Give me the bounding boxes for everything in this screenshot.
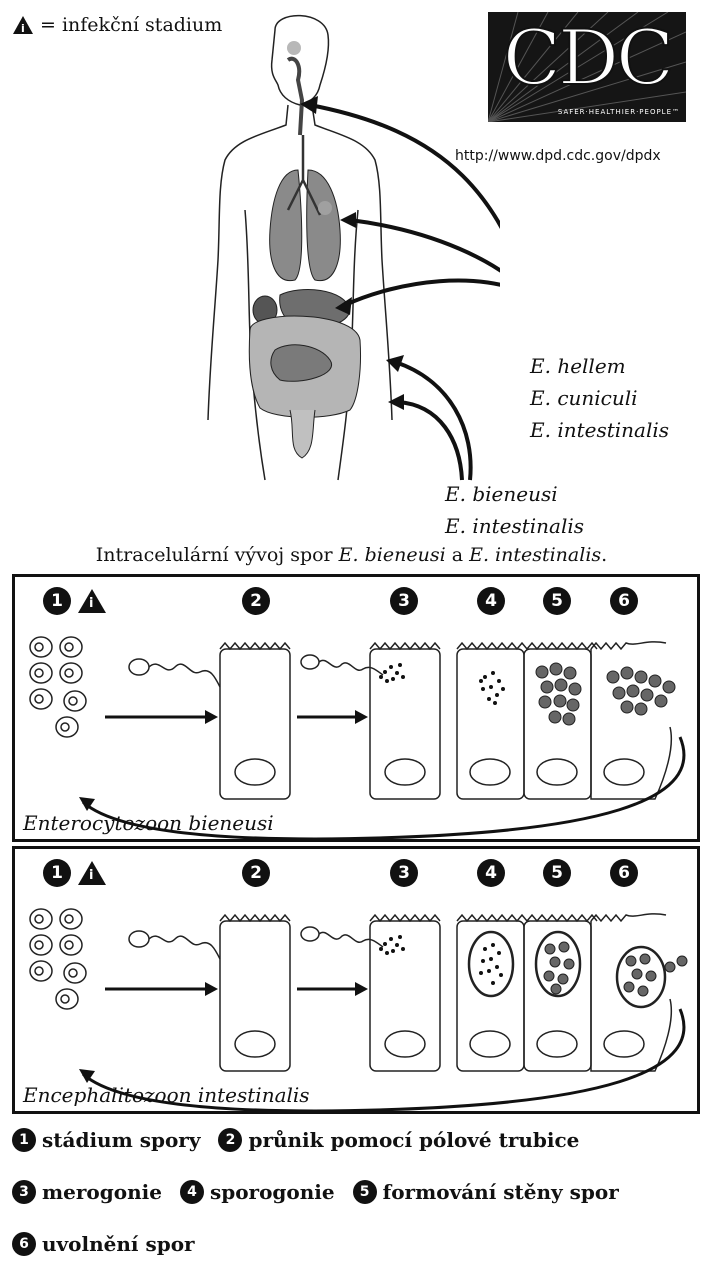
legend-text: formování stěny spor (383, 1180, 619, 1204)
legend-number: 2 (218, 1128, 242, 1152)
legend-text: průnik pomocí pólové trubice (248, 1128, 579, 1152)
legend-text: stádium spory (42, 1128, 200, 1152)
warning-triangle-icon: i (12, 15, 34, 35)
species-name: E. hellem (530, 350, 669, 382)
section-title-prefix: Intracelulární vývoj spor (96, 544, 339, 566)
cdc-logo: CDC SAFER·HEALTHIER·PEOPLE™ (488, 12, 686, 122)
species-name: E. cuniculi (530, 382, 669, 414)
legend-number: 3 (12, 1180, 36, 1204)
section-title-suffix: . (601, 544, 607, 566)
species-name: E. intestinalis (445, 510, 584, 542)
lifecycle-illustration (15, 849, 697, 1111)
legend-number: 4 (180, 1180, 204, 1204)
panel-label-bieneusi: Enterocytozoon bieneusi (23, 811, 274, 835)
section-title-species-1: E. bieneusi (339, 544, 446, 566)
section-title-species-2: E. intestinalis (469, 544, 601, 566)
species-name: E. bieneusi (445, 478, 584, 510)
legend-text: sporogonie (210, 1180, 335, 1204)
panel-label-intestinalis: Encephalitozoon intestinalis (23, 1083, 310, 1107)
lifecycle-illustration (15, 577, 697, 839)
legend-text: merogonie (42, 1180, 162, 1204)
svg-text:i: i (21, 22, 25, 35)
section-title-conjunction: a (446, 544, 469, 566)
species-group-upper: E. hellem E. cuniculi E. intestinalis (530, 350, 669, 446)
section-title: Intracelulární vývoj spor E. bieneusi a … (0, 544, 703, 566)
human-body-figure (180, 10, 500, 530)
cdc-logo-text: CDC (488, 20, 686, 96)
legend-number: 5 (353, 1180, 377, 1204)
cdc-slogan: SAFER·HEALTHIER·PEOPLE™ (488, 108, 680, 116)
legend-number: 6 (12, 1232, 36, 1256)
lifecycle-panel-intestinalis: 1 i 2 3 4 5 6 (12, 846, 700, 1114)
legend-number: 1 (12, 1128, 36, 1152)
lifecycle-panel-bieneusi: 1 i 2 3 4 5 6 (12, 574, 700, 842)
legend-text: uvolnění spor (42, 1232, 195, 1256)
species-group-lower: E. bieneusi E. intestinalis (445, 478, 584, 542)
species-name: E. intestinalis (530, 414, 669, 446)
